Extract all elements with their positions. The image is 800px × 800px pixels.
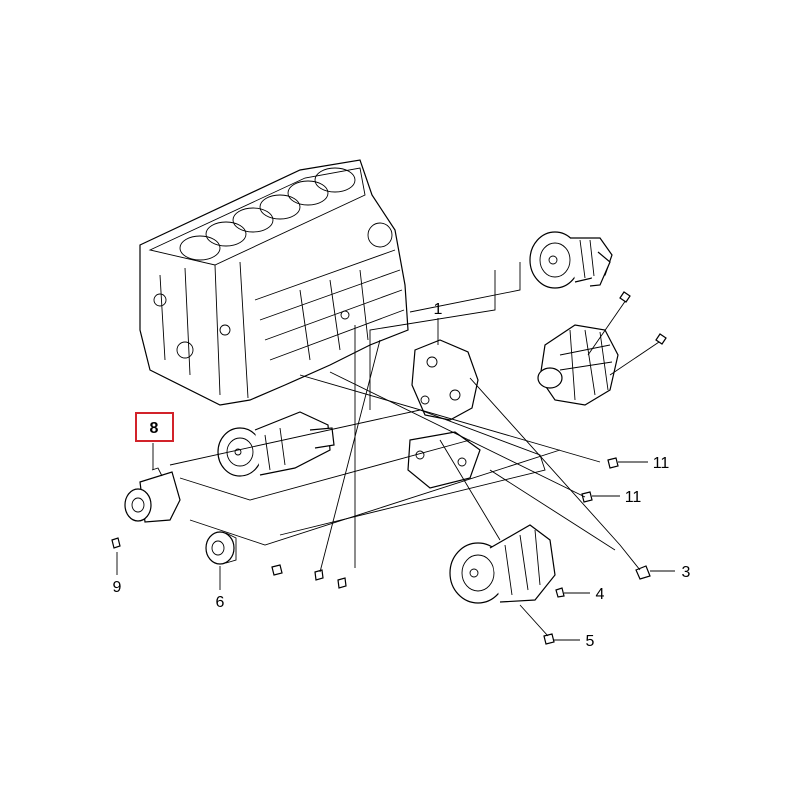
callout-3: 3 (682, 564, 691, 581)
engine-block (139, 159, 409, 406)
bolt-4 (555, 587, 565, 598)
bolt-head (655, 333, 667, 345)
callout-8: 8 (150, 420, 159, 437)
callout-1: 1 (434, 301, 443, 318)
bolt-11-lower (581, 491, 593, 503)
bolt (314, 569, 324, 581)
alternator-bolt-long (609, 339, 663, 376)
water-pump (217, 411, 335, 477)
callout-4: 4 (596, 586, 605, 603)
bolt-5 (543, 633, 555, 645)
callout-8-highlight-box (135, 412, 174, 442)
bolt-9 (111, 537, 121, 549)
belt-tensioner (124, 467, 181, 523)
bolt (271, 564, 283, 576)
callout-6: 6 (216, 594, 225, 611)
power-steering-pump (529, 231, 613, 289)
alternator-bolt-short (587, 299, 627, 356)
callout-11-upper: 11 (653, 455, 670, 472)
bolt (337, 577, 347, 589)
callout-5: 5 (586, 633, 595, 650)
leader-lines (116, 262, 675, 641)
idler-pulley (205, 531, 237, 565)
bolt-11-upper (607, 457, 619, 469)
callout-11-lower: 11 (625, 489, 642, 506)
ac-compressor (449, 524, 556, 604)
alternator (537, 324, 619, 406)
accessory-bracket (407, 339, 501, 541)
callout-9: 9 (113, 579, 122, 596)
bolt-head (619, 291, 631, 303)
